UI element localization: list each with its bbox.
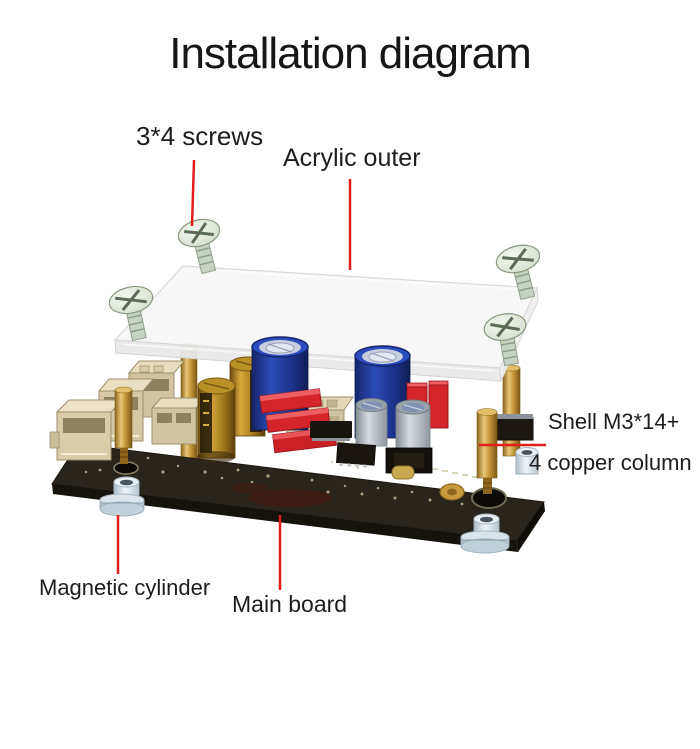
crystal <box>391 465 415 480</box>
page-title: Installation diagram <box>169 29 532 78</box>
magnetic-foot-rear <box>515 447 539 475</box>
wire-connector-4 <box>150 397 207 445</box>
screw-4 <box>483 313 527 367</box>
label-shell-copper-line1: Shell M3*14+ <box>548 409 680 434</box>
copper-column-back-right <box>502 364 521 457</box>
usb-connector <box>496 414 534 441</box>
screw-2 <box>108 285 154 342</box>
silver-capacitor-1 <box>355 398 388 447</box>
wire-connector-1 <box>49 399 125 461</box>
copper-column-front-left <box>114 386 133 464</box>
label-magnetic-cylinder: Magnetic cylinder <box>39 575 211 600</box>
silver-capacitor-2 <box>395 399 431 450</box>
pcb-traces <box>84 456 480 506</box>
magnetic-foot-right <box>460 513 510 554</box>
copper-column-front-right <box>476 408 498 494</box>
label-main-board: Main board <box>232 591 348 617</box>
screw-1 <box>177 218 221 275</box>
magnetic-foot-left <box>99 476 145 517</box>
screw-3 <box>495 244 541 301</box>
label-screws: 3*4 screws <box>136 121 264 151</box>
main-board <box>51 443 545 552</box>
soic-chip <box>336 442 376 468</box>
gold-pad-center <box>447 488 457 496</box>
red-capacitor-right-2 <box>428 380 449 429</box>
leader-screws <box>190 159 196 227</box>
power-ic <box>310 421 352 441</box>
label-shell-copper-line2: 4 copper column <box>529 450 692 475</box>
gold-capacitor-front <box>197 377 236 463</box>
label-acrylic-outer: Acrylic outer <box>283 144 421 172</box>
